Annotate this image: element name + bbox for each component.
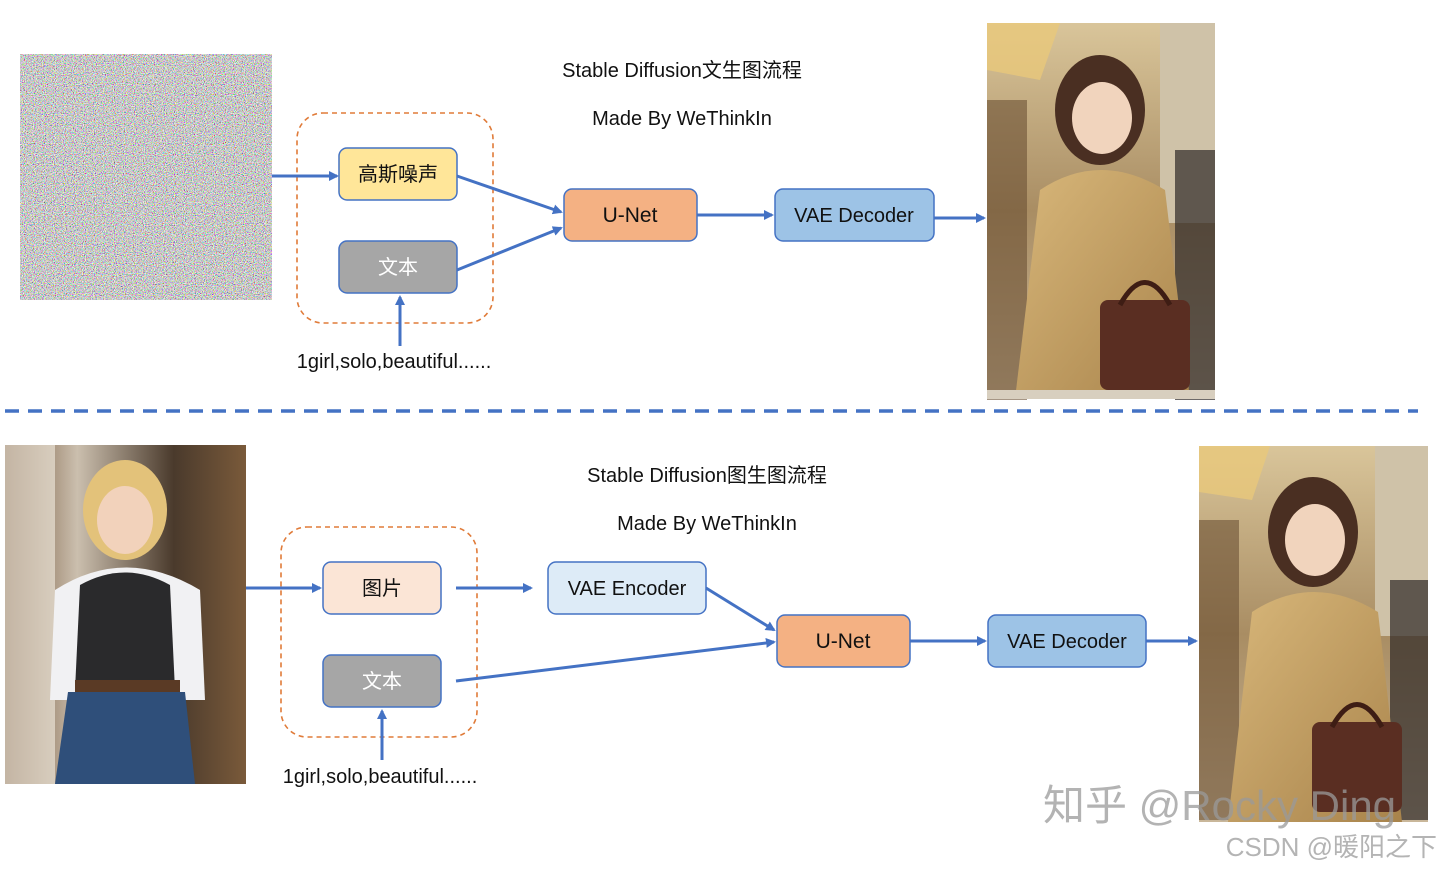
bottom-subtitle: Made By WeThinkIn <box>617 513 797 535</box>
gaussian-noise-image <box>20 54 272 300</box>
generated-image-top <box>987 23 1215 400</box>
vae-encoder-label: VAE Encoder <box>568 578 687 600</box>
bottom-title: Stable Diffusion图生图流程 <box>587 464 827 487</box>
zhihu-watermark: 知乎 @Rocky Ding <box>1043 782 1396 829</box>
gaussian-noise-box: 高斯噪声 <box>338 147 458 201</box>
vae-decoder-box-top: VAE Decoder <box>774 188 935 242</box>
vae-encoder-box: VAE Encoder <box>547 561 707 615</box>
arrow-gaussian-to-unet <box>456 174 563 215</box>
unet-bottom-label: U-Net <box>816 630 871 653</box>
prompt-bottom: 1girl,solo,beautiful...... <box>283 766 478 788</box>
text-box-bottom: 文本 <box>322 654 442 708</box>
generated-image-bottom <box>1199 446 1428 822</box>
text-box-top: 文本 <box>338 240 458 294</box>
top-input-group <box>296 112 494 324</box>
top-title: Stable Diffusion文生图流程 <box>562 59 802 82</box>
unet-box-top: U-Net <box>563 188 698 242</box>
arrow-text-to-unet-bottom <box>455 638 776 683</box>
vae-decoder-top-label: VAE Decoder <box>794 205 914 227</box>
text-box-bottom-label: 文本 <box>362 670 402 693</box>
input-image-bottom <box>5 445 246 784</box>
arrow-text-to-unet-top <box>456 226 563 272</box>
text-box-top-label: 文本 <box>378 256 418 279</box>
prompt-top: 1girl,solo,beautiful...... <box>297 351 492 373</box>
bottom-input-group <box>280 526 478 738</box>
top-subtitle: Made By WeThinkIn <box>592 108 772 130</box>
picture-box-label: 图片 <box>362 577 402 600</box>
picture-box: 图片 <box>322 561 442 615</box>
unet-box-bottom: U-Net <box>776 614 911 668</box>
vae-decoder-bottom-label: VAE Decoder <box>1007 631 1127 653</box>
csdn-watermark: CSDN @暖阳之下 <box>1226 832 1437 862</box>
arrow-encoder-to-unet <box>705 586 776 632</box>
gaussian-noise-label: 高斯噪声 <box>358 163 438 186</box>
vae-decoder-box-bottom: VAE Decoder <box>987 614 1147 668</box>
unet-top-label: U-Net <box>603 204 658 227</box>
